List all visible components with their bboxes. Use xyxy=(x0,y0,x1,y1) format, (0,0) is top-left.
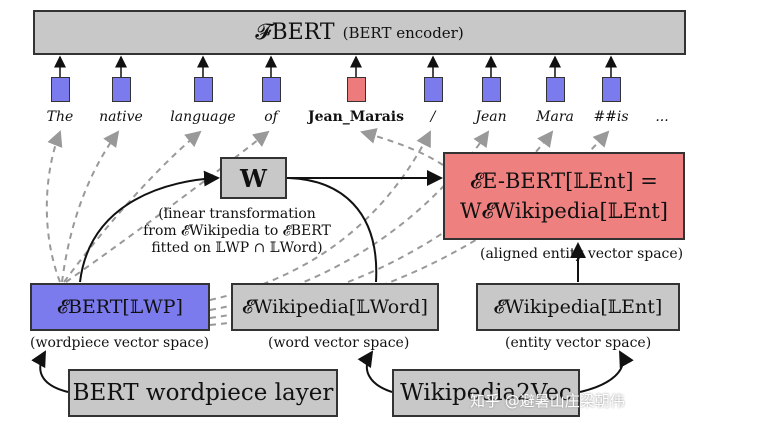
token-word: language xyxy=(170,109,236,125)
ebert-line1: 𝓔E-BERT[𝕃Ent] = xyxy=(470,169,658,193)
word-vector-box: 𝓔Wikipedia[𝕃Word] xyxy=(231,283,439,331)
token-ellipsis: ... xyxy=(655,109,669,125)
token-vector xyxy=(51,77,70,102)
w-note-line: fitted on 𝕃WP ∩ 𝕃Word) xyxy=(151,240,323,256)
token-word: ##is xyxy=(593,109,629,125)
ebert-line2: W𝓔Wikipedia[𝕃Ent] xyxy=(460,199,668,223)
token-vector-entity xyxy=(347,77,366,102)
ebert-entity-box: 𝓔E-BERT[𝕃Ent] = W𝓔Wikipedia[𝕃Ent] xyxy=(443,152,685,240)
entity-vector-box: 𝓔Wikipedia[𝕃Ent] xyxy=(476,283,680,331)
w-note-line: from 𝓔Wikipedia to 𝓔BERT xyxy=(143,223,331,239)
solid-connectors xyxy=(31,170,634,393)
token-word: The xyxy=(46,109,74,125)
token-word: native xyxy=(99,109,143,125)
bert-encoder-box: 𝓕BERT (BERT encoder) xyxy=(33,10,686,55)
w-note-line: (linear transformation xyxy=(158,206,316,222)
token-vector xyxy=(602,77,621,102)
wordpiece-vector-box: 𝓔BERT[𝕃WP] xyxy=(30,283,210,331)
token-vector xyxy=(194,77,213,102)
token-word-entity: Jean_Marais xyxy=(308,109,404,125)
bert-wordpiece-layer-box: BERT wordpiece layer xyxy=(68,369,338,417)
wikipedia2vec-box: Wikipedia2Vec xyxy=(392,369,580,417)
token-word: of xyxy=(264,109,278,125)
wordpiece-caption: (wordpiece vector space) xyxy=(30,335,210,351)
ebert-caption: (aligned entity vector space) xyxy=(480,246,684,262)
token-word: Mara xyxy=(536,109,574,125)
token-vector xyxy=(262,77,281,102)
entity-vector-caption: (entity vector space) xyxy=(505,335,652,351)
token-word: Jean xyxy=(475,109,507,125)
token-vector xyxy=(424,77,443,102)
watermark: 知乎 @避暑山庄梁朝伟 xyxy=(470,392,625,410)
token-vector xyxy=(546,77,565,102)
w-note: (linear transformation from 𝓔Wikipedia t… xyxy=(112,206,362,257)
token-vector xyxy=(112,77,131,102)
token-arrows xyxy=(54,55,617,77)
encoder-label: (BERT encoder) xyxy=(342,23,464,42)
token-word: / xyxy=(430,109,436,125)
encoder-symbol: 𝓕BERT xyxy=(255,20,335,45)
w-matrix-box: W xyxy=(220,157,287,199)
word-vector-caption: (word vector space) xyxy=(268,335,410,351)
token-vector xyxy=(482,77,501,102)
